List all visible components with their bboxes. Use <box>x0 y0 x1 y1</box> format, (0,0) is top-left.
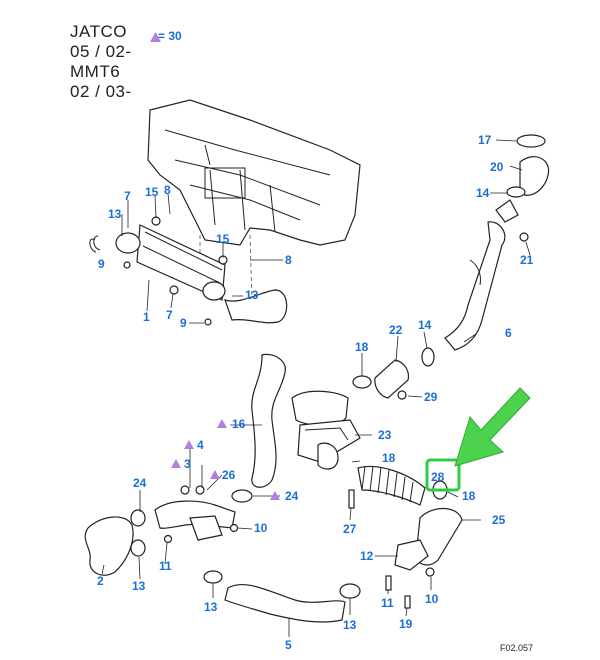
callout-19: 19 <box>399 617 413 631</box>
callout-24: 24 <box>285 489 299 503</box>
hose-22 <box>374 359 410 399</box>
triangle-icon-4 <box>184 440 194 449</box>
callout-4: 4 <box>197 438 204 452</box>
triangle-icon-24 <box>270 491 280 500</box>
callout-16: 16 <box>232 417 246 431</box>
callout-15: 15 <box>216 232 230 246</box>
triangle-icon-16 <box>217 419 227 428</box>
callout-13: 13 <box>132 579 146 593</box>
header-line-4: 02 / 03- <box>70 82 132 101</box>
clamp-13-lower-left <box>203 570 223 584</box>
callout-8: 8 <box>285 253 292 267</box>
callout-21: 21 <box>520 253 534 267</box>
upper-right-pipe-group <box>444 134 550 351</box>
figure-code: F02.057 <box>500 643 534 653</box>
callout-26: 26 <box>222 468 236 482</box>
clamp-13-lower-right <box>339 583 361 599</box>
callout-13: 13 <box>343 618 357 632</box>
callout-13: 13 <box>204 600 218 614</box>
hose-13-upper <box>224 289 288 324</box>
bolts <box>163 390 435 609</box>
header-line-1: JATCO <box>70 22 127 41</box>
callout-12: 12 <box>360 549 374 563</box>
callout-13: 13 <box>108 207 122 221</box>
leader-lines <box>101 139 531 637</box>
header-line-2: 05 / 02- <box>70 42 132 61</box>
callout-18: 18 <box>462 489 476 503</box>
callout-20: 20 <box>490 160 504 174</box>
callout-labels: 17 20 14 7 15 8 13 9 15 8 21 13 1 7 9 22… <box>97 133 534 652</box>
bellows-hose-28 <box>357 465 426 506</box>
callout-1: 1 <box>143 310 150 324</box>
callout-24: 24 <box>133 476 147 490</box>
callout-7: 7 <box>166 308 173 322</box>
callout-2: 2 <box>97 574 104 588</box>
callout-29: 29 <box>424 390 438 404</box>
callout-3: 3 <box>184 457 191 471</box>
callout-28: 28 <box>431 470 445 484</box>
callout-9: 9 <box>180 316 187 330</box>
legend-value: = 30 <box>158 29 182 43</box>
callout-13: 13 <box>245 288 259 302</box>
hose-5 <box>224 583 346 623</box>
turbo-outlet-assembly <box>291 390 361 470</box>
callout-10: 10 <box>254 521 268 535</box>
intercooler <box>89 216 228 326</box>
callout-25: 25 <box>492 513 506 527</box>
callout-15: 15 <box>145 185 159 199</box>
green-pointer-arrow <box>454 387 531 467</box>
callout-18: 18 <box>382 451 396 465</box>
clamp-18-upper <box>352 375 372 389</box>
front-end-frame <box>147 99 361 301</box>
lower-left-pipe-group <box>84 485 253 576</box>
callout-9: 9 <box>98 257 105 271</box>
callout-11: 11 <box>381 596 394 610</box>
callout-7: 7 <box>124 189 131 203</box>
callout-14: 14 <box>418 318 432 332</box>
header-line-3: MMT6 <box>70 62 121 81</box>
callout-14: 14 <box>476 186 490 200</box>
highlight-box-28 <box>425 458 461 492</box>
callout-5: 5 <box>285 638 292 652</box>
hose-16 <box>251 353 286 488</box>
bracket-12 <box>394 539 429 571</box>
callout-23: 23 <box>378 428 392 442</box>
callout-8: 8 <box>164 183 171 197</box>
callout-10: 10 <box>425 592 439 606</box>
callout-27: 27 <box>343 522 357 536</box>
callout-17: 17 <box>478 133 492 147</box>
triangle-icon-3 <box>171 459 181 468</box>
callout-11: 11 <box>159 559 172 573</box>
callout-6: 6 <box>505 326 512 340</box>
callout-18: 18 <box>355 340 369 354</box>
clamp-14 <box>421 347 435 367</box>
legend-triangle-icon <box>150 32 161 42</box>
triangle-icon-26 <box>210 470 220 479</box>
callout-22: 22 <box>389 323 403 337</box>
